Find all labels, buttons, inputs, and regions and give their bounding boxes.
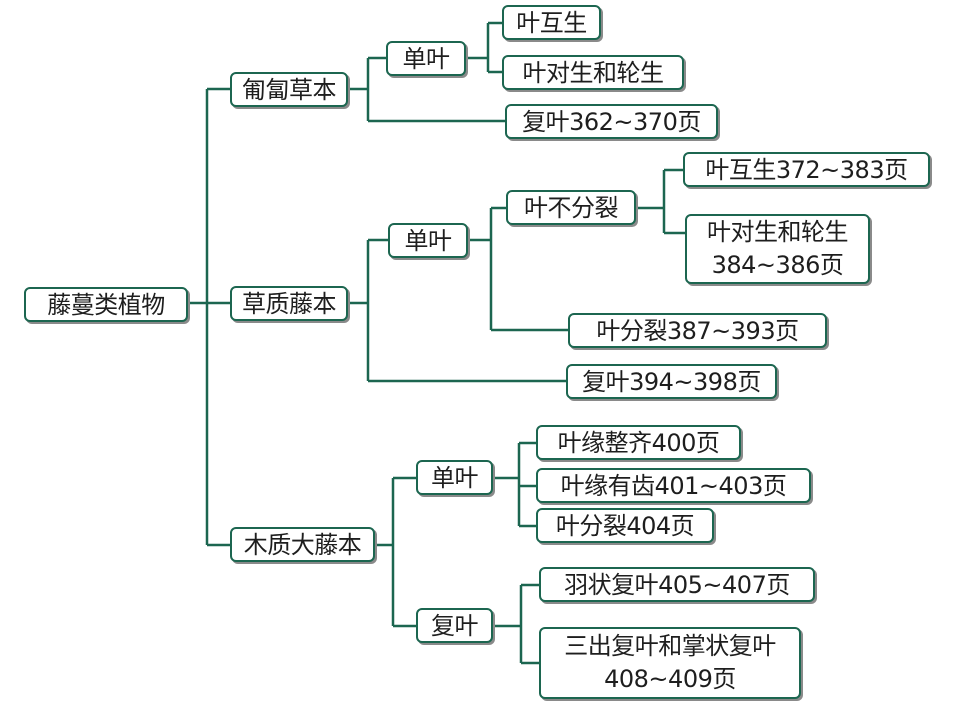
node-muzhi-danye: 单叶	[416, 460, 493, 495]
node-caozhi-husheng: 叶互生372~383页	[683, 152, 930, 187]
node-caozhi-bufenlie: 叶不分裂	[506, 190, 636, 225]
node-putao-husheng-label: 叶互生	[516, 8, 587, 37]
node-muzhi: 木质大藤本	[230, 527, 375, 562]
node-muzhi-youchi-label: 叶缘有齿401~403页	[560, 471, 787, 500]
node-caozhi-duisheng-line1: 叶对生和轮生	[707, 218, 849, 246]
node-caozhi-duisheng-line2: 384~386页	[711, 251, 844, 279]
node-muzhi-yuzhuang-label: 羽状复叶405~407页	[564, 570, 790, 599]
node-muzhi-zhengqi: 叶缘整齐400页	[536, 425, 741, 460]
node-putao-fuye: 复叶362~370页	[505, 104, 718, 139]
node-putao-label: 匍匐草本	[242, 75, 337, 104]
node-caozhi: 草质藤本	[230, 286, 348, 321]
node-caozhi-bufenlie-label: 叶不分裂	[524, 193, 619, 222]
node-muzhi-sanchu: 三出复叶和掌状复叶 408~409页	[539, 627, 801, 699]
node-caozhi-danye: 单叶	[388, 223, 468, 258]
node-putao: 匍匐草本	[230, 72, 348, 107]
node-muzhi-fuye-label: 复叶	[431, 611, 479, 640]
node-caozhi-danye-label: 单叶	[404, 226, 453, 255]
node-putao-husheng: 叶互生	[502, 5, 601, 40]
node-caozhi-husheng-label: 叶互生372~383页	[705, 155, 908, 184]
node-putao-fuye-label: 复叶362~370页	[522, 107, 701, 136]
node-muzhi-label: 木质大藤本	[243, 530, 362, 559]
node-caozhi-fuye: 复叶394~398页	[566, 364, 777, 399]
node-muzhi-zhengqi-label: 叶缘整齐400页	[557, 428, 720, 457]
node-caozhi-label: 草质藤本	[242, 289, 337, 318]
node-muzhi-yuzhuang: 羽状复叶405~407页	[539, 567, 815, 602]
node-caozhi-fenlie-label: 叶分裂387~393页	[596, 316, 799, 345]
node-putao-danye: 单叶	[386, 41, 466, 76]
node-putao-duisheng-label: 叶对生和轮生	[522, 58, 665, 87]
node-muzhi-youchi: 叶缘有齿401~403页	[536, 468, 811, 503]
node-muzhi-fenlie-label: 叶分裂404页	[555, 511, 695, 540]
root-node: 藤蔓类植物	[24, 287, 188, 322]
node-putao-duisheng: 叶对生和轮生	[502, 55, 684, 90]
node-putao-danye-label: 单叶	[402, 44, 451, 73]
node-muzhi-fuye: 复叶	[416, 608, 493, 643]
node-muzhi-fenlie: 叶分裂404页	[536, 508, 714, 543]
node-muzhi-danye-label: 单叶	[431, 463, 479, 492]
root-label: 藤蔓类植物	[47, 290, 165, 319]
node-muzhi-sanchu-line2: 408~409页	[604, 665, 736, 693]
node-caozhi-duisheng: 叶对生和轮生 384~386页	[685, 214, 870, 284]
node-caozhi-fenlie: 叶分裂387~393页	[568, 313, 827, 348]
node-caozhi-fuye-label: 复叶394~398页	[582, 367, 761, 396]
node-muzhi-sanchu-line1: 三出复叶和掌状复叶	[564, 632, 776, 660]
